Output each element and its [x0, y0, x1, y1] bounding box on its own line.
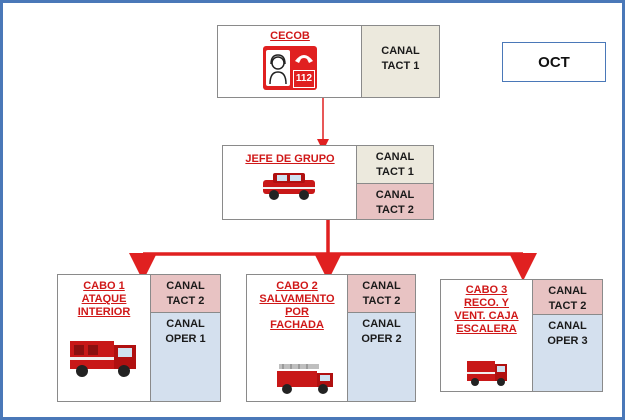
operator-headset-icon [266, 50, 290, 86]
cecob-node: CECOB 112 CANAL TACT 1 [217, 25, 440, 98]
cabo2-node: CABO 2 SALVAMENTO POR FACHADA CANAL TACT… [246, 274, 416, 402]
cabo3-node: CABO 3 RECO. Y VENT. CAJA ESCALERA CANAL… [440, 279, 603, 392]
cabo3-channel-cell-2: CANAL OPER 3 [532, 314, 602, 391]
jefe-title: JEFE DE GRUPO [245, 153, 335, 165]
cabo2-channel-cell-1: CANAL TACT 2 [347, 275, 415, 312]
cecob-channel-cell: CANAL TACT 1 [361, 26, 439, 97]
oct-box: OCT [502, 42, 606, 82]
jefe-channel-cell-1: CANAL TACT 1 [356, 146, 433, 183]
cabo2-channel-cell-2: CANAL OPER 2 [347, 312, 415, 401]
cabo3-channel-cell-1: CANAL TACT 2 [532, 280, 602, 314]
cabo1-node: CABO 1 ATAQUE INTERIOR CANAL TACT 2 CANA… [57, 274, 221, 402]
fire-truck-icon [70, 341, 136, 377]
phone-handset-icon [295, 55, 313, 63]
cabo1-channel-cell-1: CANAL TACT 2 [150, 275, 220, 312]
ladder-truck-icon [277, 364, 333, 394]
jefe-node: JEFE DE GRUPO CANAL TACT 1 CANAL TACT 2 [222, 145, 434, 220]
cabo2-title: CABO 2 SALVAMENTO POR FACHADA [259, 280, 335, 331]
fire-truck-icon [467, 361, 507, 386]
cecob-phone-icon: 112 [263, 46, 317, 90]
cecob-title: CECOB [270, 30, 310, 42]
connector-lines [129, 98, 537, 281]
jeep-vehicle-icon [263, 173, 315, 200]
jefe-channel-cell-2: CANAL TACT 2 [356, 183, 433, 219]
emergency-number: 112 [293, 70, 315, 88]
cabo1-title: CABO 1 ATAQUE INTERIOR [77, 280, 131, 318]
cabo1-channel-cell-2: CANAL OPER 1 [150, 312, 220, 401]
cabo3-title: CABO 3 RECO. Y VENT. CAJA ESCALERA [454, 284, 519, 335]
